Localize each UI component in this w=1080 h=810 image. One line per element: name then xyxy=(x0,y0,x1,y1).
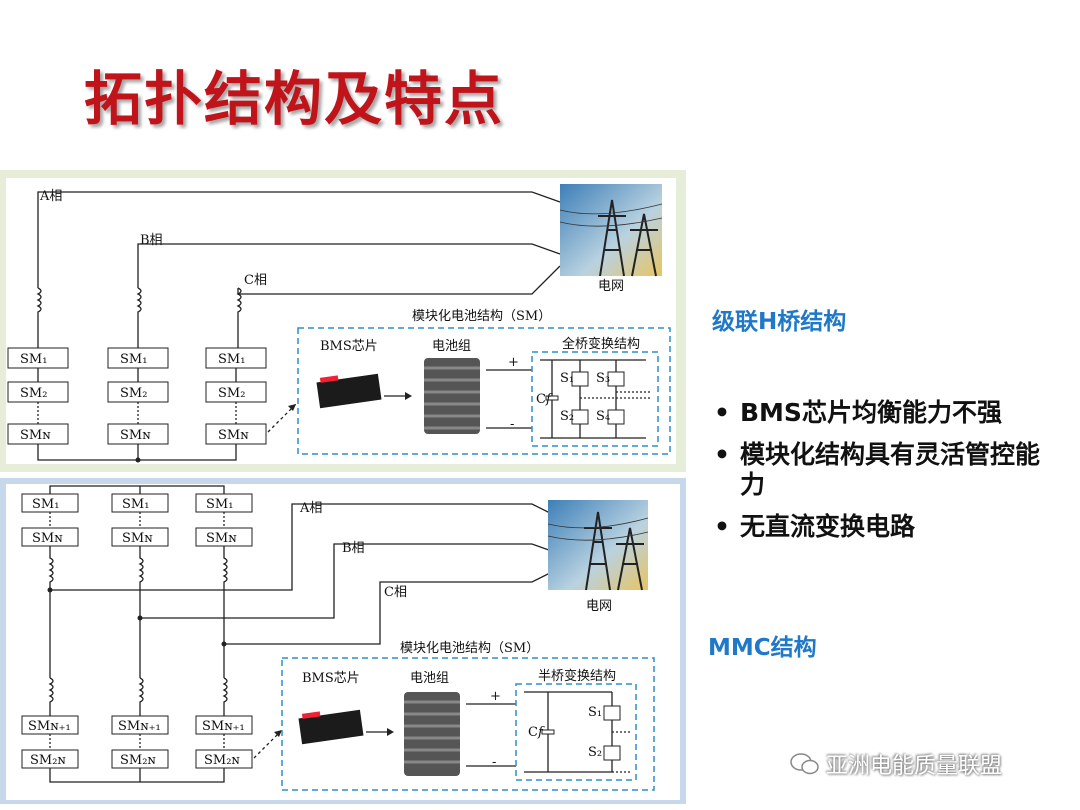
phase-b-label: B相 xyxy=(140,233,163,248)
phase-c-label: C相 xyxy=(384,585,407,600)
sm-label: SMɴ xyxy=(206,531,237,546)
feature-list: BMS芯片均衡能力不强 模块化结构具有灵活管控能力 无直流变换电路 xyxy=(714,398,1054,554)
sm-label: SM₁ xyxy=(218,352,245,367)
feature-item: 无直流变换电路 xyxy=(714,512,1054,542)
page-title: 拓扑结构及特点 xyxy=(84,65,505,133)
sm-label: SM₂ɴ xyxy=(204,753,240,768)
sm-label: SM₁ xyxy=(20,352,47,367)
inductor-icon xyxy=(48,546,228,590)
phase-a-label: A相 xyxy=(39,189,62,204)
feature-item: 模块化结构具有灵活管控能力 xyxy=(714,440,1054,500)
cascade-h-bridge-diagram: A相 B相 C相 SM₁ SM₂ SMɴ SM₁ SM₂ SMɴ SM₁ SM₂ xyxy=(0,170,686,472)
module-title: 模块化电池结构（SM） xyxy=(412,309,551,324)
plus-sign: + xyxy=(508,355,519,370)
sm-label: SMɴ xyxy=(122,531,153,546)
battery-label: 电池组 xyxy=(410,671,449,686)
switch-label: S₁ xyxy=(560,371,574,386)
sm-label: SMɴ xyxy=(20,428,51,443)
switch-label: S₂ xyxy=(588,745,602,760)
sm-label: SM₂ɴ xyxy=(30,753,66,768)
converter-label: 全桥变换结构 xyxy=(562,336,640,352)
battery-label: 电池组 xyxy=(432,339,471,354)
inductor-icon xyxy=(48,677,228,716)
upper-sm-stacks: SM₁ SMɴ SM₁ SMɴ SM₁ SMɴ xyxy=(21,493,253,547)
power-grid-image xyxy=(547,500,649,591)
sm-label: SMɴ₊₁ xyxy=(28,719,71,734)
wechat-icon xyxy=(790,753,819,775)
grid-label: 电网 xyxy=(586,599,612,614)
bms-chip-icon xyxy=(298,709,364,745)
bms-chip-icon xyxy=(316,373,382,409)
switch-label: S₃ xyxy=(596,371,610,386)
half-bridge-box xyxy=(515,683,637,781)
sm-label: SM₂ xyxy=(20,386,47,401)
heading-mmc: MMC结构 xyxy=(708,635,817,661)
mmc-diagram: SM₁ SMɴ SM₁ SMɴ SM₁ SMɴ A相 B相 C相 xyxy=(0,478,686,804)
sm-stack-c: SM₁ SM₂ SMɴ xyxy=(205,347,267,445)
sm-label: SM₂ɴ xyxy=(120,753,156,768)
phase-b-label: B相 xyxy=(342,541,365,556)
sm-stack-b: SM₁ SM₂ SMɴ xyxy=(107,347,169,445)
battery-pack-icon xyxy=(404,692,460,776)
plus-sign: + xyxy=(490,689,501,704)
sm-label: SM₁ xyxy=(32,497,59,512)
module-title: 模块化电池结构（SM） xyxy=(400,641,539,656)
sm-label: SM₁ xyxy=(206,497,233,512)
minus-sign: - xyxy=(492,755,496,770)
watermark-text: 亚洲电能质量联盟 xyxy=(826,754,1003,779)
sm-label: SM₂ xyxy=(120,386,147,401)
battery-pack-icon xyxy=(424,358,480,434)
phase-a-label: A相 xyxy=(299,501,322,516)
bms-label: BMS芯片 xyxy=(320,339,378,354)
bms-label: BMS芯片 xyxy=(302,671,360,686)
power-grid-image xyxy=(559,184,663,277)
switch-label: S₁ xyxy=(588,705,602,720)
sm-label: SM₁ xyxy=(120,352,147,367)
full-bridge-circuit: C𝑓 S₁ S₂ S₃ S₄ xyxy=(536,359,652,439)
sm-label: SM₁ xyxy=(122,497,149,512)
module-detail-box xyxy=(297,327,671,455)
sm-label: SMɴ₊₁ xyxy=(202,719,245,734)
switch-label: S₂ xyxy=(560,409,574,424)
phase-c-label: C相 xyxy=(244,273,267,288)
inductor-icon xyxy=(36,287,242,348)
sm-label: SMɴ xyxy=(120,428,151,443)
feature-item: BMS芯片均衡能力不强 xyxy=(714,398,1054,428)
sm-label: SMɴ xyxy=(218,428,249,443)
watermark: 亚洲电能质量联盟 xyxy=(790,748,1002,780)
lower-sm-stacks: SMɴ₊₁ SM₂ɴ SMɴ₊₁ SM₂ɴ SMɴ₊₁ SM₂ɴ xyxy=(21,715,253,769)
sm-label: SM₂ xyxy=(218,386,245,401)
minus-sign: - xyxy=(510,417,514,432)
capacitor-label: C𝑓 xyxy=(528,725,545,740)
half-bridge-circuit: C𝑓 S₁ S₂ xyxy=(524,691,630,773)
full-bridge-box xyxy=(531,351,659,447)
sm-stack-a: SM₁ SM₂ SMɴ xyxy=(7,347,69,445)
module-detail-box xyxy=(281,657,655,791)
switch-label: S₄ xyxy=(596,409,610,424)
grid-label: 电网 xyxy=(598,279,624,294)
heading-cascade-h-bridge: 级联H桥结构 xyxy=(712,309,847,335)
capacitor-label: C𝑓 xyxy=(536,392,553,407)
converter-label: 半桥变换结构 xyxy=(538,668,616,684)
sm-label: SMɴ₊₁ xyxy=(118,719,161,734)
sm-label: SMɴ xyxy=(32,531,63,546)
